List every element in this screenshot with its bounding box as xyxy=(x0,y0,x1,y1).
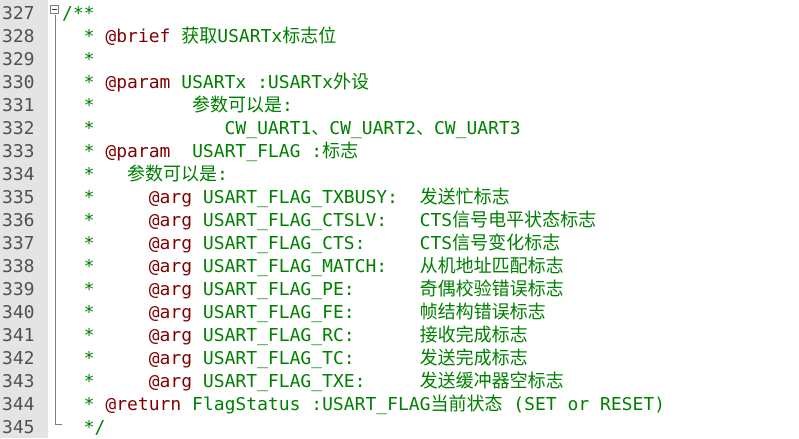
code-text[interactable]: * @arg USART_FLAG_RC: 接收完成标志 xyxy=(62,325,528,346)
line-number: 335 xyxy=(2,187,35,208)
code-text[interactable]: * 参数可以是: xyxy=(62,164,228,185)
code-text[interactable]: */ xyxy=(62,417,106,438)
line-number: 327 xyxy=(2,3,35,24)
line-number-gutter xyxy=(0,0,48,438)
code-text[interactable]: * @param USARTx :USARTx外设 xyxy=(62,72,369,93)
line-number: 334 xyxy=(2,164,35,185)
doc-tag: @arg xyxy=(148,371,193,392)
doc-tag: @arg xyxy=(148,302,193,323)
fold-margin xyxy=(48,0,64,438)
line-number: 342 xyxy=(2,348,35,369)
code-text[interactable]: * @arg USART_FLAG_CTS: CTS信号变化标志 xyxy=(62,233,561,254)
doc-tag: @arg xyxy=(148,279,193,300)
line-number: 345 xyxy=(2,417,35,438)
line-number: 329 xyxy=(2,49,35,70)
doc-tag: @arg xyxy=(148,233,193,254)
code-text[interactable]: * @arg USART_FLAG_TXBUSY: 发送忙标志 xyxy=(62,187,510,208)
code-text[interactable]: * @param USART_FLAG :标志 xyxy=(62,141,359,162)
line-number: 331 xyxy=(2,95,35,116)
line-number: 333 xyxy=(2,141,35,162)
code-text[interactable]: * 参数可以是: xyxy=(62,95,293,116)
doc-tag: @arg xyxy=(148,325,193,346)
doc-tag: @param xyxy=(105,72,171,93)
code-text[interactable]: * @brief 获取USARTx标志位 xyxy=(62,26,337,47)
code-text[interactable]: * xyxy=(62,49,95,70)
fold-guide-line xyxy=(55,15,56,425)
code-text[interactable]: * @return FlagStatus :USART_FLAG当前状态 (SE… xyxy=(62,394,666,415)
code-text[interactable]: * @arg USART_FLAG_CTSLV: CTS信号电平状态标志 xyxy=(62,210,597,231)
code-text[interactable]: * @arg USART_FLAG_PE: 奇偶校验错误标志 xyxy=(62,279,564,300)
code-text[interactable]: * CW_UART1、CW_UART2、CW_UART3 xyxy=(62,118,521,139)
line-number: 343 xyxy=(2,371,35,392)
line-number: 340 xyxy=(2,302,35,323)
code-text[interactable]: * @arg USART_FLAG_MATCH: 从机地址匹配标志 xyxy=(62,256,564,277)
doc-tag: @return xyxy=(105,394,182,415)
doc-tag: @arg xyxy=(148,256,193,277)
line-number: 339 xyxy=(2,279,35,300)
doc-tag: @brief xyxy=(105,26,171,47)
code-text[interactable]: * @arg USART_FLAG_TXE: 发送缓冲器空标志 xyxy=(62,371,564,392)
doc-tag: @arg xyxy=(148,187,193,208)
line-number: 330 xyxy=(2,72,35,93)
code-text[interactable]: /** xyxy=(62,3,95,24)
collapse-icon[interactable] xyxy=(50,5,59,14)
doc-tag: @arg xyxy=(148,210,193,231)
doc-tag: @arg xyxy=(148,348,193,369)
line-number: 344 xyxy=(2,394,35,415)
line-number: 337 xyxy=(2,233,35,254)
line-number: 332 xyxy=(2,118,35,139)
line-number: 336 xyxy=(2,210,35,231)
line-number: 341 xyxy=(2,325,35,346)
line-number: 338 xyxy=(2,256,35,277)
doc-tag: @param xyxy=(105,141,171,162)
code-text[interactable]: * @arg USART_FLAG_FE: 帧结构错误标志 xyxy=(62,302,546,323)
fold-guide-end xyxy=(55,424,62,425)
line-number: 328 xyxy=(2,26,35,47)
code-text[interactable]: * @arg USART_FLAG_TC: 发送完成标志 xyxy=(62,348,528,369)
